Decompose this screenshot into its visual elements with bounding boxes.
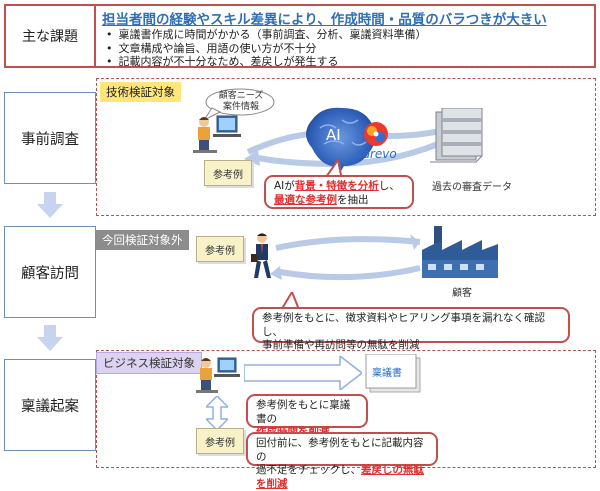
section-business-validation [96, 350, 596, 468]
reference-card: 参考例 [196, 236, 244, 262]
issues-list: 稟議書作成に時間がかかる（事前調査、分析、稟議資料準備） 文章構成や論旨、用語の… [106, 28, 427, 69]
database-label: 過去の審査データ [432, 182, 512, 193]
factory-icon [422, 226, 498, 278]
staff-at-computer-icon [193, 115, 241, 153]
customer-label: 顧客 [452, 288, 472, 299]
tag-out-of-scope: 今回検証対象外 [96, 230, 189, 250]
flow-arrow-icon [270, 234, 421, 281]
callout-text: し、 [378, 180, 400, 192]
document-label: 稟議書 [372, 368, 402, 379]
speech-line: 顧客ニーズ [218, 91, 264, 101]
callout-highlight: 最適な参考例 [274, 193, 337, 206]
callout-text: 参考例をもとに、徴求資料やヒアリング事項を漏れなく確認し、 [262, 312, 545, 338]
issues-headline: 担当者間の経験やスキル差異により、作成時間・品質のバラつきが大きい [102, 12, 547, 28]
speech-line: 案件情報 [222, 102, 259, 112]
reference-card: 参考例 [204, 160, 252, 186]
ai-brain-icon [306, 107, 376, 176]
carevo-logo-icon [364, 122, 388, 146]
issues-label: 主な課題 [4, 4, 96, 68]
step-approval-draft: 稟議起案 [4, 359, 96, 451]
callout-text: 参考例をもとに稟議書の [256, 399, 351, 425]
tag-tech-validation: 技術検証対象 [100, 82, 181, 102]
brand-name: carevo [356, 147, 397, 161]
speech-bubble-shape [202, 88, 275, 122]
speech-bubble: 顧客ニーズ 案件情報 [198, 88, 276, 122]
section-tech-validation [96, 78, 596, 216]
businessman-icon [251, 233, 271, 278]
issues-box: 担当者間の経験やスキル差異により、作成時間・品質のバラつきが大きい 稟議書作成に… [96, 4, 596, 68]
reference-card: 参考例 [196, 428, 244, 454]
down-arrow-icon [37, 192, 63, 218]
issue-bullet: 記載内容が不十分なため、差戻しが発生する [106, 55, 427, 69]
double-arrow-icon [206, 396, 228, 430]
issue-bullet: 文章構成や論旨、用語の使い方が不十分 [106, 42, 427, 56]
right-arrow-icon [244, 356, 362, 390]
callout-highlight: 背景・特徴を分析 [294, 180, 379, 192]
down-arrow-icon [37, 325, 63, 351]
staff-at-computer-icon [196, 357, 240, 393]
callout-text: 事前準備や再訪問等の無駄を削減 [262, 339, 420, 351]
step-preliminary-research: 事前調査 [4, 92, 96, 184]
ai-label: AI [326, 126, 341, 144]
callout-text: AIが [274, 180, 295, 192]
callout-rework-reduction: 回付前に、参考例をもとに記載内容の 過不足をチェックし、差戻しの無駄を削減 [246, 432, 438, 490]
issue-bullet: 稟議書作成に時間がかかる（事前調査、分析、稟議資料準備） [106, 28, 427, 42]
tag-business-validation: ビジネス検証対象 [96, 352, 202, 374]
database-icon [430, 108, 483, 163]
callout-text: 過不足をチェックし、 [256, 464, 361, 476]
step-customer-visit: 顧客訪問 [4, 226, 96, 318]
document-icon [365, 354, 421, 393]
callout-visit-prep: 参考例をもとに、徴求資料やヒアリング事項を漏れなく確認し、 事前準備や再訪問等の… [252, 307, 570, 351]
callout-ai-analysis: AIが背景・特徴を分析し、 最適な参考例を抽出 [264, 175, 414, 209]
approval-document: 稟議書 [364, 354, 422, 394]
callout-time-reduction: 参考例をもとに稟議書の 作成時間を削減 [246, 394, 368, 438]
callout-text: 回付前に、参考例をもとに記載内容の [256, 437, 424, 463]
callout-text: を抽出 [337, 193, 369, 206]
